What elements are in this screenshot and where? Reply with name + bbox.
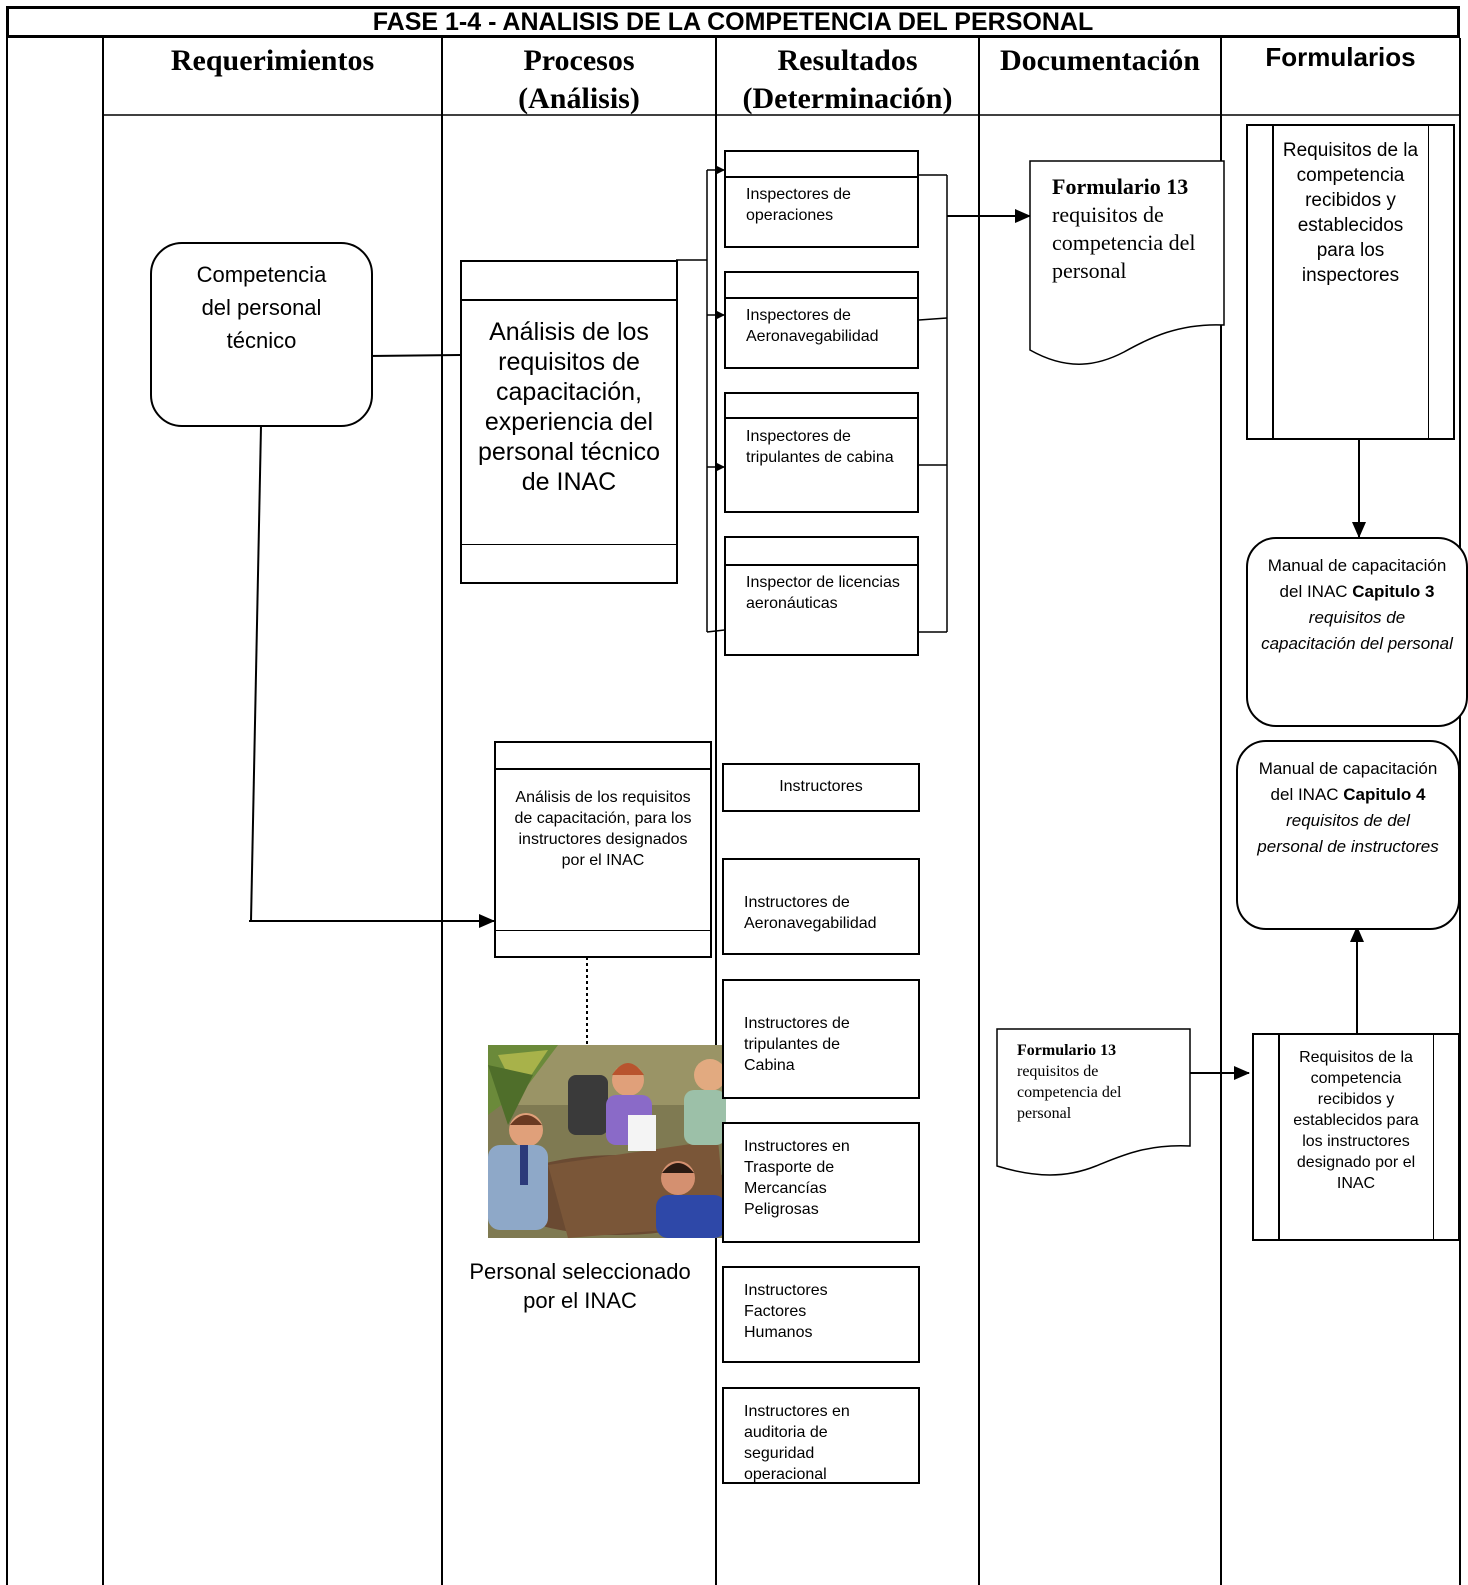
analisis-tecnico-node: Análisis de los requisitos de capacitaci…	[460, 260, 678, 584]
picture-caption: Personal seleccionado por el INAC	[469, 1259, 691, 1313]
column-header-resultados-line1: Resultados	[777, 44, 918, 77]
result-inspector-licencias-text: Inspector de licencias aeronáuticas	[746, 574, 900, 612]
formulario13-doc-2: Formulario 13 requisitos de competencia …	[1017, 1040, 1167, 1124]
requisitos-instructores-text: Requisitos de la competencia recibidos y…	[1293, 1049, 1419, 1192]
formulario13-doc-1-text: requisitos de competencia del personal	[1052, 202, 1196, 283]
column-header-procesos: Procesos (Análisis)	[442, 42, 716, 118]
manual-capitulo-3-bold: Capitulo 3	[1352, 582, 1435, 601]
result-inspectores-cabina-text: Inspectores de tripulantes de cabina	[746, 428, 894, 466]
manual-capitulo-4-node: Manual de capacitación del INAC Capitulo…	[1236, 740, 1460, 930]
formulario13-doc-shape-2	[996, 1028, 1191, 1176]
result-instructores-factores-humanos: Instructores Factores Humanos	[722, 1266, 920, 1363]
formulario13-doc-shape-1	[1029, 160, 1225, 365]
formulario13-doc-2-text: requisitos de competencia del personal	[1017, 1063, 1122, 1122]
meeting-clipart-image	[488, 1045, 726, 1238]
formulario13-doc-1: Formulario 13 requisitos de competencia …	[1052, 173, 1217, 285]
formulario13-doc-2-title: Formulario 13	[1017, 1042, 1117, 1059]
result-instructores-mercancias: Instructores en Trasporte de Mercancías …	[722, 1122, 920, 1243]
column-header-formularios: Formularios	[1265, 42, 1416, 72]
result-instructores-cabina: Instructores de tripulantes de Cabina	[722, 979, 920, 1099]
column-header-requerimientos: Requerimientos	[170, 44, 375, 77]
result-inspectores-aeronavegabilidad-text: Inspectores de Aeronavegabilidad	[746, 307, 879, 345]
manual-capitulo-3-node: Manual de capacitación del INAC Capitulo…	[1246, 537, 1468, 727]
manual-capitulo-3-italic: requisitos de capacitación del personal	[1261, 608, 1453, 653]
result-instructores-auditoria: Instructores en auditoria de seguridad o…	[722, 1387, 920, 1484]
column-header-procesos-line1: Procesos	[523, 44, 635, 77]
formulario13-doc-1-title: Formulario 13	[1052, 174, 1189, 199]
analisis-instructores-text: Análisis de los requisitos de capacitaci…	[514, 789, 692, 869]
diagram-title: FASE 1-4 - ANALISIS DE LA COMPETENCIA DE…	[6, 6, 1460, 38]
manual-capitulo-4-bold: Capitulo 4	[1343, 785, 1426, 804]
analisis-instructores-node: Análisis de los requisitos de capacitaci…	[494, 741, 712, 958]
result-instructores: Instructores	[722, 763, 920, 812]
result-inspectores-operaciones: Inspectores de operaciones	[724, 150, 919, 248]
result-inspectores-operaciones-text: Inspectores de operaciones	[746, 186, 851, 224]
manual-capitulo-3-pre: Manual de capacitación del INAC	[1267, 556, 1447, 601]
requisitos-inspectores-node: Requisitos de la competencia recibidos y…	[1246, 124, 1455, 440]
requisitos-inspectores-text: Requisitos de la competencia recibidos y…	[1282, 140, 1419, 286]
column-header-resultados: Resultados (Determinación)	[716, 42, 979, 118]
requisitos-instructores-node: Requisitos de la competencia recibidos y…	[1252, 1033, 1460, 1241]
column-header-documentacion: Documentación	[1000, 44, 1200, 77]
manual-capitulo-4-italic: requisitos de del personal de instructor…	[1257, 811, 1439, 856]
manual-capitulo-4-pre: Manual de capacitación del INAC	[1258, 759, 1438, 804]
column-header-procesos-line2: (Análisis)	[518, 82, 640, 115]
result-inspectores-cabina: Inspectores de tripulantes de cabina	[724, 392, 919, 513]
column-header-resultados-line2: (Determinación)	[742, 82, 953, 115]
result-instructores-aeronavegabilidad: Instructores de Aeronavegabilidad	[722, 858, 920, 955]
result-inspectores-aeronavegabilidad: Inspectores de Aeronavegabilidad	[724, 271, 919, 369]
result-inspector-licencias: Inspector de licencias aeronáuticas	[724, 536, 919, 656]
competencia-node: Competencia del personal técnico	[150, 242, 373, 427]
analisis-tecnico-text: Análisis de los requisitos de capacitaci…	[477, 318, 661, 496]
